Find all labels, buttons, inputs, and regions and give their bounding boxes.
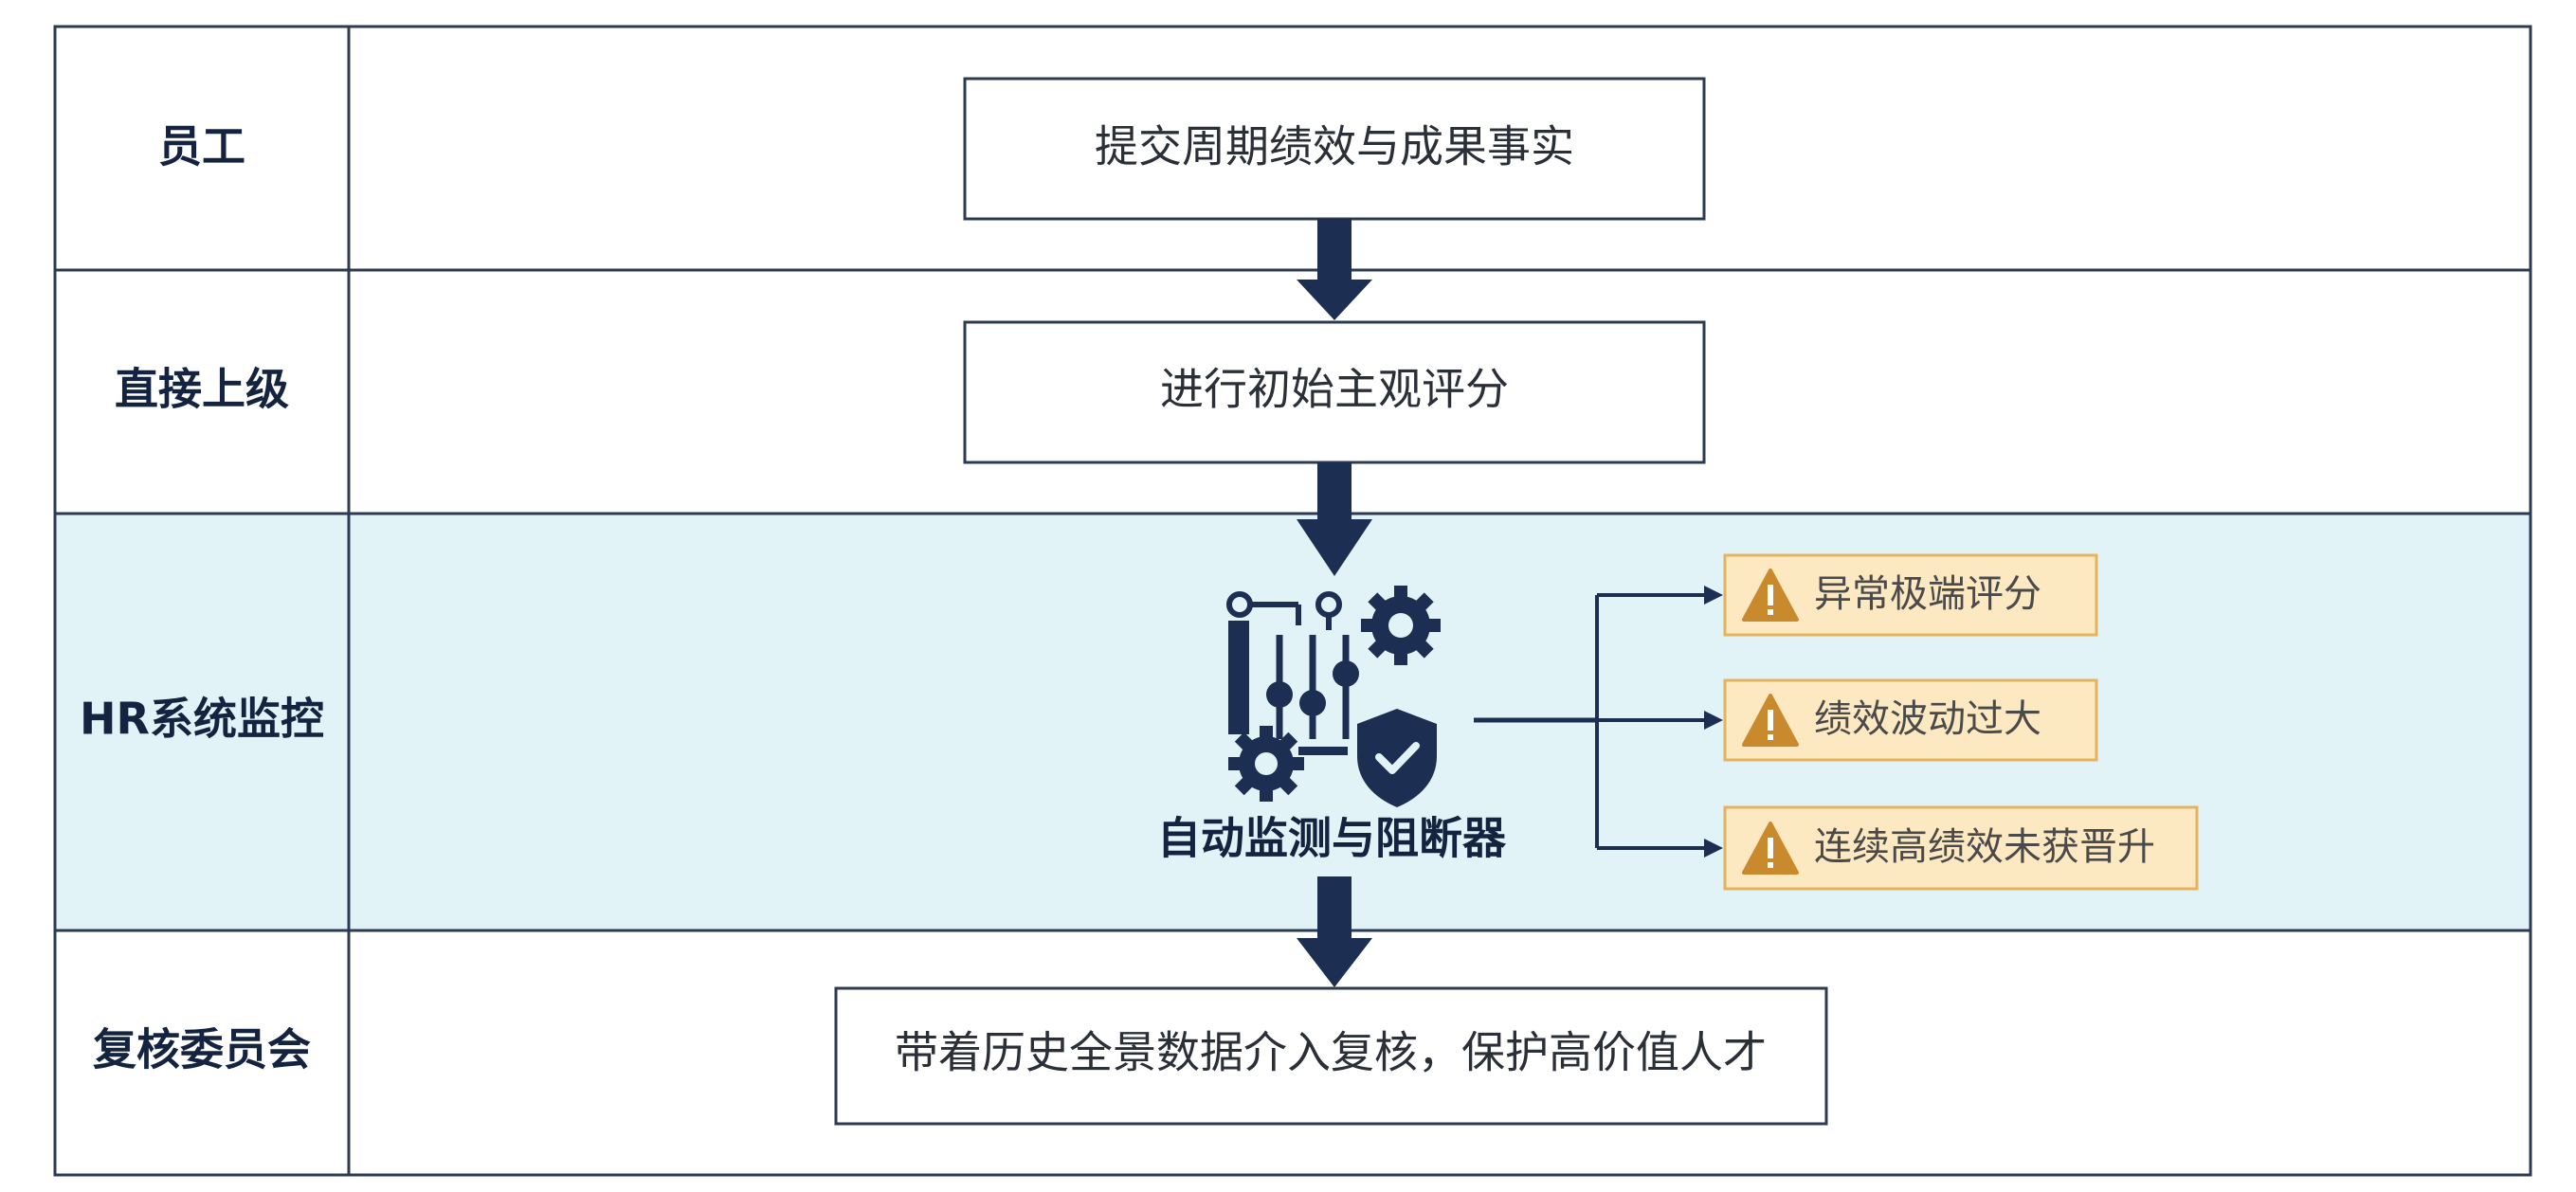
flow-arrow: [1297, 462, 1372, 576]
warning-icon: [1742, 822, 1799, 875]
alert-no-promotion: 连续高绩效未获晋升: [1723, 805, 2199, 891]
flow-arrow: [1297, 876, 1372, 987]
automation-gears-shield-icon: [1226, 586, 1441, 807]
alert-label: 异常极端评分: [1814, 572, 2041, 616]
alert-performance-fluctuation: 绩效波动过大: [1723, 678, 2098, 762]
flow-arrow: [1297, 219, 1372, 320]
warning-icon: [1742, 694, 1799, 747]
alert-branch-connector: [1474, 586, 1723, 858]
lane-title-hr-system: HR系统监控: [80, 694, 324, 745]
lane-title-review-committee: 复核委员会: [93, 1024, 311, 1075]
step-review-label: 带着历史全景数据介入复核，保护高价值人才: [895, 1027, 1767, 1078]
step-submit-label: 提交周期绩效与成果事实: [1095, 121, 1574, 172]
step-initial-rating-box: [963, 320, 1706, 464]
alert-label: 连续高绩效未获晋升: [1814, 825, 2155, 869]
lane-title-manager: 直接上级: [115, 364, 289, 415]
diagram-frame: [53, 25, 2532, 1177]
alert-label: 绩效波动过大: [1814, 697, 2041, 741]
detector-label: 自动监测与阻断器: [1157, 813, 1507, 864]
step-initial-rating-label: 进行初始主观评分: [1160, 364, 1509, 415]
alert-extreme-rating: 异常极端评分: [1723, 553, 2098, 637]
lane-title-employee: 员工: [158, 121, 245, 172]
warning-icon: [1742, 569, 1799, 622]
step-review-box: [834, 986, 1828, 1126]
